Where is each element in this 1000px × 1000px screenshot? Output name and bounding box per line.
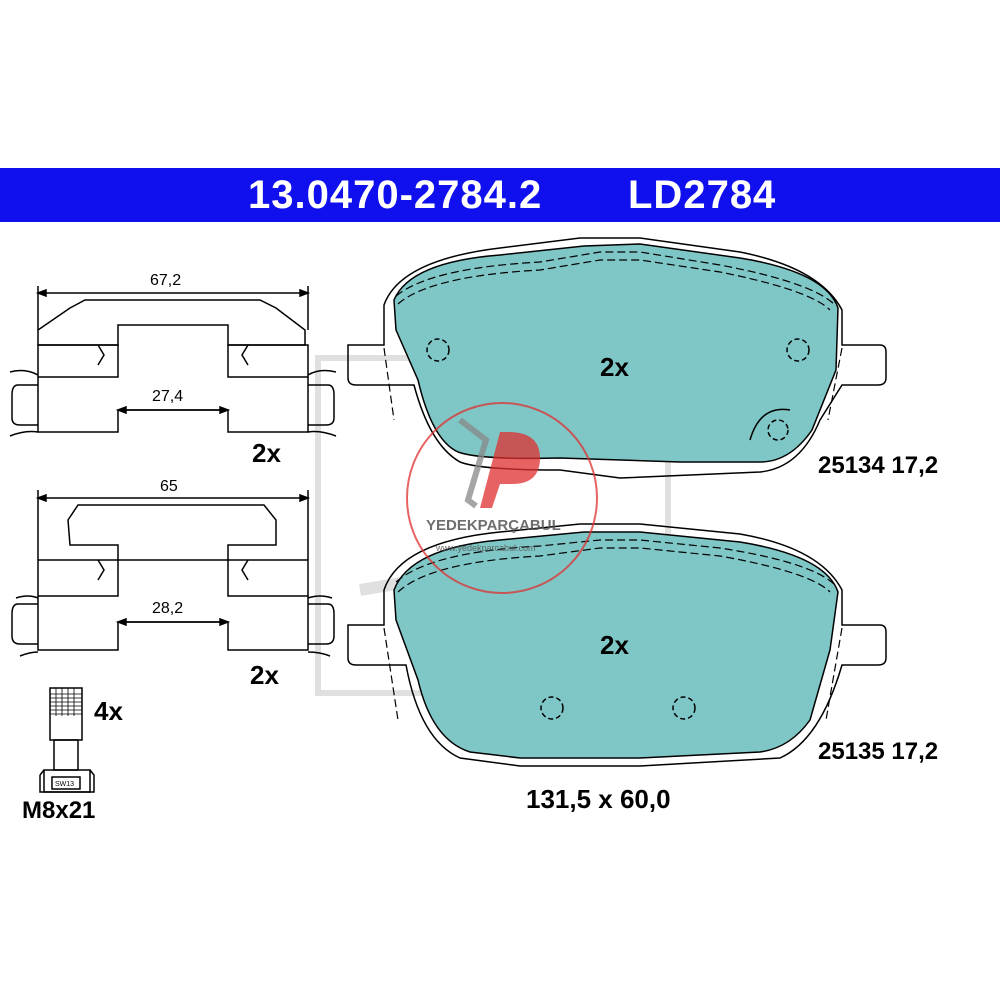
pad-lower-code: 25135 17,2 bbox=[818, 738, 939, 765]
part-number: 13.0470-2784.2 bbox=[248, 173, 543, 217]
clip-lower-qty: 2x bbox=[250, 660, 279, 690]
pad-upper-qty: 2x bbox=[600, 352, 629, 382]
clip-lower-inner: 28,2 bbox=[152, 600, 184, 617]
clip-lower-width: 65 bbox=[160, 478, 178, 495]
clip-lower-drawing bbox=[11, 490, 335, 657]
bolt-size: M8x21 bbox=[22, 797, 96, 824]
pad-upper-drawing bbox=[347, 237, 887, 479]
pad-dimensions: 131,5 x 60,0 bbox=[526, 784, 671, 814]
clip-upper-width: 67,2 bbox=[150, 272, 182, 289]
pad-upper-code: 25134 17,2 bbox=[818, 452, 939, 479]
clip-upper-drawing bbox=[9, 286, 337, 437]
bolt-qty: 4x bbox=[94, 696, 123, 726]
pad-lower-drawing bbox=[347, 523, 887, 767]
part-code: LD2784 bbox=[628, 173, 777, 217]
yedekparcabul-logo bbox=[406, 402, 598, 594]
watermark-url: www.yedekparcabul.com bbox=[435, 543, 536, 553]
clip-upper-qty: 2x bbox=[252, 438, 281, 468]
bolt-wrench-label: SW13 bbox=[55, 781, 74, 788]
bolt-drawing: SW13 bbox=[39, 687, 95, 793]
clip-upper-inner: 27,4 bbox=[152, 388, 184, 405]
pad-lower-qty: 2x bbox=[600, 630, 629, 660]
header-bar bbox=[0, 168, 1000, 222]
watermark-brand: YEDEKPARÇABUL bbox=[426, 517, 561, 534]
